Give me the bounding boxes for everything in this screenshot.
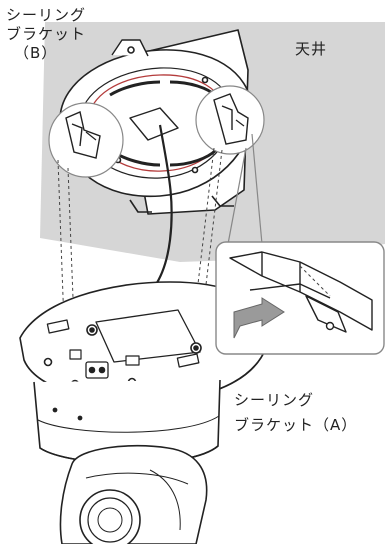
detail-circle-right	[195, 85, 265, 155]
camera-body	[33, 379, 221, 465]
detail-circle-left	[48, 102, 124, 178]
bracket-b-label-line2: ブラケット	[6, 25, 87, 43]
bracket-a-label-line1: シーリング	[234, 391, 315, 409]
callout-connectors	[227, 133, 263, 245]
bracket-a-label-line2: ブラケット（A）	[234, 416, 358, 434]
bracket-b-label-line3: （B）	[14, 44, 58, 62]
bracket-a-label: シーリング ブラケット（A）	[234, 391, 357, 435]
ceiling-label: 天井	[295, 40, 328, 58]
detail-callout	[215, 241, 385, 355]
camera-head	[59, 444, 208, 544]
slide-arrow-icon	[233, 297, 285, 339]
bracket-b-label-line1: シーリング	[6, 6, 87, 24]
bracket-b-label: シーリング ブラケット （B）	[6, 6, 86, 63]
